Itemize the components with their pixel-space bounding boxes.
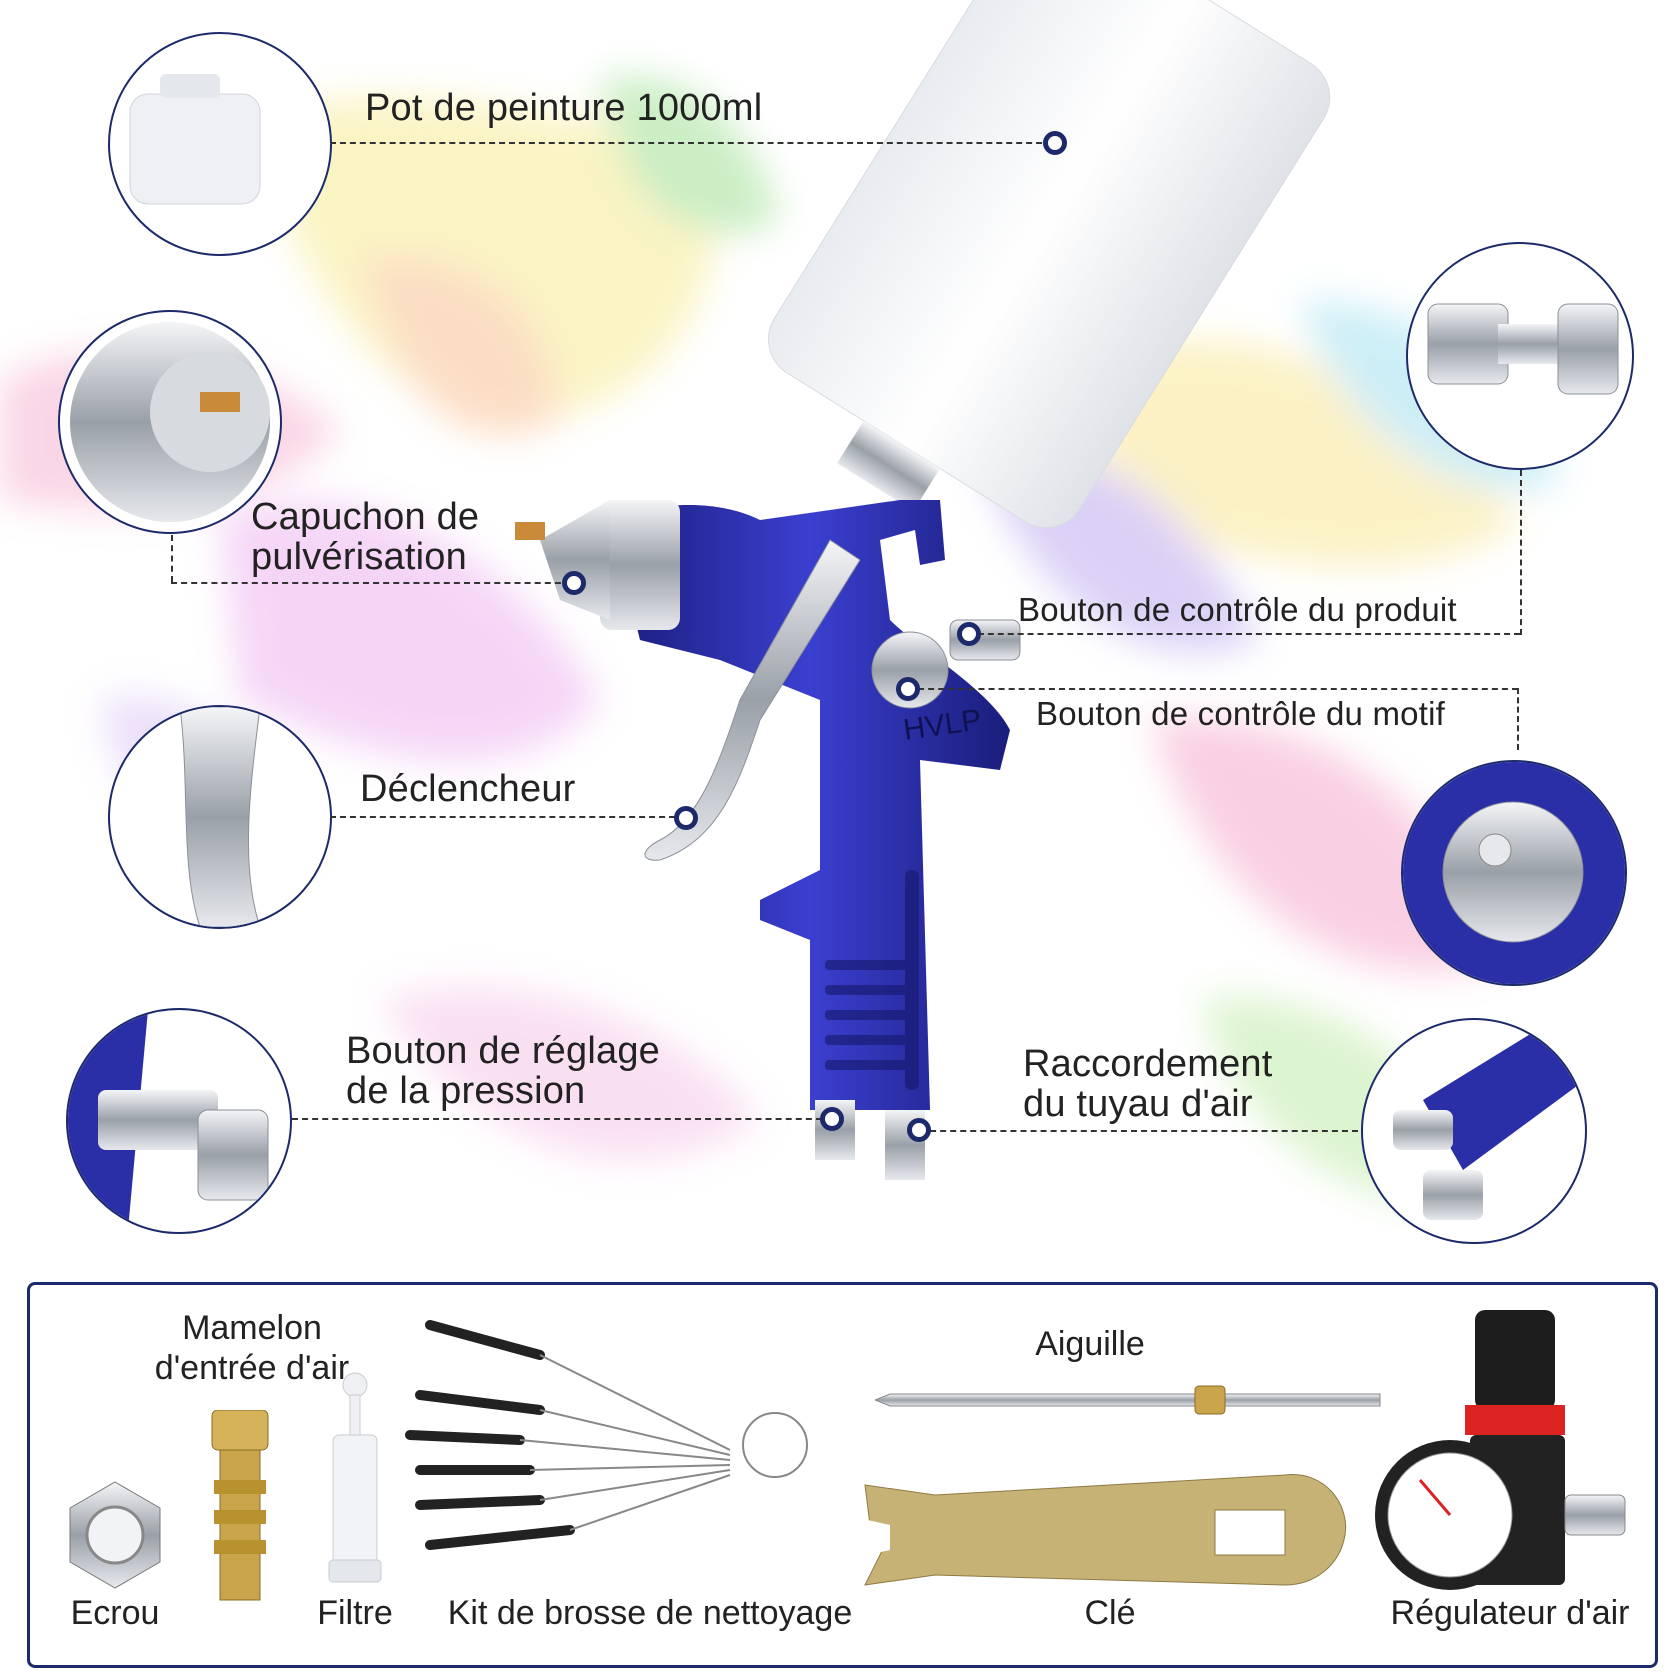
paint-pot-label: Pot de peinture 1000ml (365, 87, 763, 129)
air-hose-label-line2: du tuyau d'air (1023, 1083, 1253, 1125)
spray-cap-leader-line (171, 582, 571, 584)
air-hose-marker-dot (907, 1118, 931, 1142)
paint-pot-leader-line (330, 142, 1052, 144)
accessories-panel: Mamelon d'entrée d'air Aiguille (27, 1282, 1658, 1668)
pattern-knob-leader-vertical (1517, 688, 1519, 750)
needle-label: Aiguille (1035, 1325, 1145, 1363)
product-knob-detail-image (1406, 242, 1634, 470)
spray-cap-marker-dot (562, 571, 586, 595)
spray-cap-label-line2: pulvérisation (251, 536, 467, 578)
air-inlet-nipple-label-line2: d'entrée d'air (154, 1349, 350, 1387)
pressure-knob-label-line2: de la pression (346, 1070, 586, 1112)
trigger-detail-image (108, 705, 332, 929)
pattern-knob-detail-image (1401, 760, 1627, 986)
product-knob-marker-dot (957, 622, 981, 646)
trigger-marker-dot (674, 806, 698, 830)
pattern-knob-label: Bouton de contrôle du motif (1036, 695, 1445, 732)
spray-cap-detail-image (58, 310, 282, 534)
spray-cap-label-line1: Capuchon de (251, 496, 480, 538)
nut-label: Ecrou (70, 1594, 160, 1632)
paint-pot-detail-image (108, 32, 332, 256)
pressure-knob-leader-line (292, 1118, 832, 1120)
nut-image (69, 1481, 161, 1589)
product-knob-leader-line (968, 633, 1520, 635)
wrench-label: Clé (1084, 1594, 1136, 1632)
air-hose-connection-detail-image (1361, 1018, 1587, 1244)
cleaning-brush-kit-label: Kit de brosse de nettoyage (447, 1594, 853, 1632)
air-hose-label-line1: Raccordement (1023, 1043, 1273, 1085)
needle-image (875, 1385, 1381, 1415)
spray-cap-leader-vertical (171, 535, 173, 582)
air-regulator-label: Régulateur d'air (1390, 1594, 1630, 1632)
trigger-label: Déclencheur (360, 768, 576, 810)
product-knob-label: Bouton de contrôle du produit (1018, 591, 1457, 628)
air-inlet-nipple-label-line1: Mamelon (182, 1309, 322, 1347)
trigger-leader-line (330, 816, 685, 818)
filter-label: Filtre (317, 1594, 393, 1632)
air-inlet-nipple-image (211, 1410, 269, 1601)
pattern-knob-leader-line (908, 688, 1518, 690)
wrench-image (845, 1474, 1347, 1586)
product-knob-leader-vertical (1520, 470, 1522, 635)
pattern-knob-marker-dot (896, 677, 920, 701)
cleaning-brush-kit-image (405, 1320, 808, 1550)
paint-pot-marker-dot (1043, 131, 1067, 155)
air-regulator-image (1375, 1310, 1626, 1590)
pressure-knob-marker-dot (820, 1107, 844, 1131)
pressure-knob-label-line1: Bouton de réglage (346, 1030, 660, 1072)
filter-image (328, 1372, 382, 1583)
pressure-knob-detail-image (66, 1008, 292, 1234)
air-hose-leader-line (910, 1130, 1358, 1132)
